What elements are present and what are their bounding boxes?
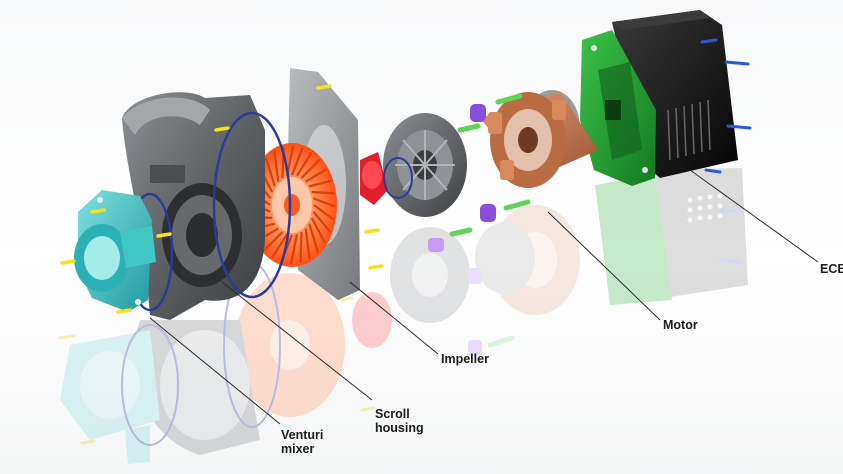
- bushing: [428, 238, 444, 252]
- ecb-label: ECB: [820, 262, 843, 276]
- screw: [364, 228, 380, 234]
- motor-leader-line: [547, 211, 661, 321]
- motor: [480, 90, 598, 188]
- pin-reflection: [487, 335, 515, 348]
- screw: [214, 126, 230, 132]
- scroll-housing-label-line1: Scroll: [375, 407, 410, 421]
- screws-reflection: [58, 208, 742, 445]
- pin: [449, 227, 473, 237]
- screw: [156, 232, 172, 238]
- gasket-ring: [383, 157, 413, 199]
- venturi-mixer-label-line2: mixer: [281, 442, 315, 456]
- screw: [368, 264, 384, 270]
- reflection-layer: [58, 168, 748, 464]
- ecb-leader-line: [689, 169, 819, 263]
- impeller-blade: [265, 157, 276, 187]
- impeller-blade: [311, 190, 335, 195]
- impeller-blade: [273, 151, 280, 182]
- ecb-board: [580, 30, 656, 186]
- gasket-reflection: [121, 324, 179, 446]
- screw: [116, 308, 132, 314]
- bushing: [470, 104, 486, 122]
- yellow-screws: [60, 84, 384, 314]
- fan-plate: [383, 113, 467, 217]
- impeller-blade: [300, 159, 321, 179]
- screw: [700, 38, 718, 44]
- impeller-blade: [304, 228, 311, 259]
- impeller-blade: [263, 231, 284, 251]
- impeller-reflection: [235, 273, 345, 417]
- scroll-housing-reflection: [133, 320, 260, 455]
- impeller-blade: [313, 204, 335, 221]
- scroll-housing-label: Scroll housing: [375, 407, 424, 435]
- screw: [704, 168, 722, 174]
- motor-label: Motor: [663, 318, 698, 332]
- impeller-blade: [295, 151, 313, 177]
- impeller-leader-line: [349, 281, 439, 355]
- venturi-mixer-label: Venturi mixer: [281, 428, 323, 456]
- screw: [316, 84, 332, 90]
- impeller-blade: [289, 234, 298, 265]
- impeller-blade: [310, 217, 326, 244]
- impeller-blade: [271, 233, 289, 259]
- blue-screws: [700, 38, 752, 174]
- screw: [90, 208, 106, 214]
- gasket-ring: [212, 111, 292, 299]
- impeller-blade: [305, 168, 327, 183]
- impeller-blade: [313, 197, 336, 208]
- pin: [457, 123, 481, 133]
- leader-lines: [149, 169, 819, 425]
- impeller-blade: [312, 210, 332, 233]
- connector-reflection: [352, 292, 392, 348]
- impeller-label: Impeller: [441, 352, 489, 366]
- impeller-blade: [299, 231, 303, 263]
- bushing-reflection: [468, 340, 482, 356]
- fan-plate-reflection: [390, 227, 470, 323]
- venturi-mixer-leader-line: [149, 317, 281, 425]
- pin: [503, 199, 531, 211]
- venturi-mixer-label-line1: Venturi: [281, 428, 324, 442]
- pin: [495, 93, 523, 105]
- scroll-housing-label-line2: housing: [375, 421, 424, 435]
- bushing: [480, 204, 496, 222]
- scroll-housing-leader-line: [221, 281, 373, 401]
- impeller-blade: [308, 179, 332, 188]
- screw: [60, 259, 76, 265]
- screw: [726, 124, 752, 130]
- bushing-reflection: [468, 268, 482, 284]
- venturi-mixer-reflection: [60, 330, 160, 464]
- screw: [724, 60, 750, 66]
- ecb-reflection: [595, 168, 748, 305]
- impeller-blade: [308, 223, 319, 253]
- bushings: [428, 104, 496, 252]
- motor-reflection: [475, 205, 580, 315]
- venturi-mixer: [74, 190, 156, 312]
- impeller-blade: [290, 147, 304, 176]
- pins: [449, 93, 531, 237]
- red-connector: [342, 130, 388, 205]
